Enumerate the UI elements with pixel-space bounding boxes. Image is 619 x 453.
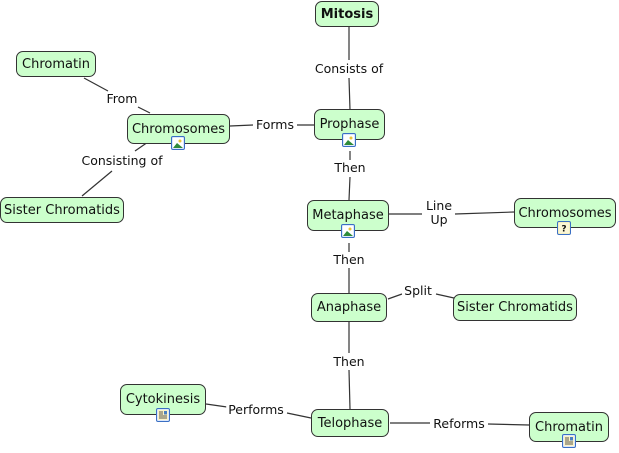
line-split-sister: [435, 293, 455, 299]
link-label-up: Up: [430, 212, 448, 227]
link-label-then-3[interactable]: Then: [331, 354, 367, 369]
line-anaphase-split: [387, 293, 403, 300]
question-resource-icon[interactable]: ?: [557, 221, 571, 235]
node-label: Sister Chromatids: [457, 300, 573, 315]
line-reforms-chromatin: [487, 423, 530, 426]
image-resource-icon[interactable]: [342, 133, 356, 147]
node-label: Mitosis: [320, 6, 374, 22]
node-telophase[interactable]: Telophase: [311, 409, 389, 437]
image-resource-icon[interactable]: [341, 224, 355, 238]
link-label-consisting-of[interactable]: Consisting of: [79, 153, 165, 168]
node-mitosis[interactable]: Mitosis: [315, 1, 379, 27]
node-sister-chromatids-left[interactable]: Sister Chromatids: [0, 197, 124, 223]
node-label: Metaphase: [312, 208, 384, 223]
node-chromatin-top[interactable]: Chromatin: [16, 51, 96, 77]
link-label-then-1[interactable]: Then: [332, 160, 368, 175]
document-resource-icon[interactable]: [562, 434, 576, 448]
line-from-chromosomes: [137, 106, 151, 114]
link-label-split[interactable]: Split: [402, 283, 434, 298]
node-label: Chromatin: [22, 56, 90, 72]
line-lineup-chromosomes: [454, 211, 515, 215]
node-label: Anaphase: [316, 300, 382, 315]
link-label-then-2[interactable]: Then: [331, 252, 367, 267]
line-consisting-sister: [81, 170, 113, 197]
node-sister-chromatids-right[interactable]: Sister Chromatids: [453, 294, 577, 321]
line-cytokinesis-performs: [205, 403, 228, 408]
node-label: Chromosomes: [518, 205, 612, 221]
link-label-forms[interactable]: Forms: [253, 117, 297, 132]
line-forms-chromosomes: [229, 124, 254, 127]
node-label: Telophase: [317, 415, 383, 431]
node-anaphase[interactable]: Anaphase: [311, 293, 387, 322]
line-then-telophase: [348, 369, 351, 410]
line-then-metaphase: [348, 176, 351, 201]
link-label-reforms[interactable]: Reforms: [431, 416, 487, 431]
node-label: Prophase: [319, 117, 380, 132]
node-label: Cytokinesis: [125, 392, 201, 407]
node-prophase[interactable]: Prophase: [314, 109, 385, 140]
node-label: Chromatin: [535, 419, 603, 435]
image-resource-icon[interactable]: [171, 136, 185, 150]
node-label: Sister Chromatids: [4, 202, 120, 218]
line-performs-telophase: [286, 412, 312, 419]
link-label-from[interactable]: From: [104, 91, 140, 106]
line-chromatin-from: [83, 77, 109, 92]
link-label-line: Line: [425, 198, 453, 213]
link-label-consists-of[interactable]: Consists of: [312, 61, 386, 76]
line-consists-prophase: [348, 77, 351, 111]
link-label-performs[interactable]: Performs: [226, 402, 286, 417]
link-label-line-up[interactable]: Line Up: [423, 198, 455, 227]
svg-text:?: ?: [561, 225, 566, 234]
document-resource-icon[interactable]: [156, 408, 170, 422]
node-label: Chromosomes: [131, 121, 226, 137]
